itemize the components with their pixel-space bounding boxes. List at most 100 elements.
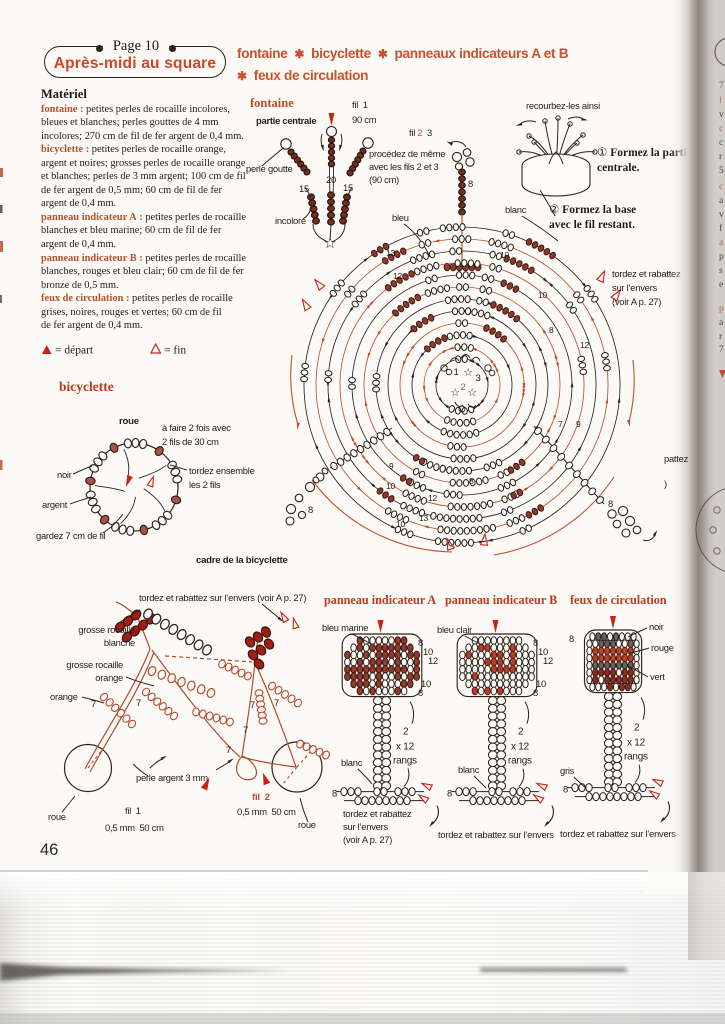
svg-text:8: 8 bbox=[418, 637, 423, 648]
svg-text:= fin: = fin bbox=[164, 345, 186, 357]
svg-text:rangs: rangs bbox=[393, 756, 417, 767]
svg-text:centrale.: centrale. bbox=[597, 162, 640, 174]
svg-text:13: 13 bbox=[419, 513, 428, 523]
svg-text:s: s bbox=[719, 266, 723, 276]
svg-text:9: 9 bbox=[576, 419, 581, 429]
svg-text:2: 2 bbox=[460, 382, 465, 393]
svg-text:noir: noir bbox=[57, 469, 72, 480]
svg-text:grosse rocaille: grosse rocaille bbox=[66, 659, 123, 670]
svg-text:r: r bbox=[719, 332, 723, 342]
svg-text:8: 8 bbox=[332, 788, 337, 799]
svg-text:sur l’envers: sur l’envers bbox=[343, 821, 388, 832]
svg-text:roue: roue bbox=[48, 811, 66, 822]
svg-text:c: c bbox=[719, 138, 723, 148]
svg-text:7: 7 bbox=[226, 744, 231, 755]
svg-text:(voir A p. 27): (voir A p. 27) bbox=[343, 834, 392, 845]
svg-text:8: 8 bbox=[549, 325, 554, 335]
svg-text:p: p bbox=[719, 252, 724, 262]
svg-text:(90 cm): (90 cm) bbox=[369, 174, 399, 185]
svg-text:rangs: rangs bbox=[624, 752, 648, 763]
svg-text:bicyclette: bicyclette bbox=[59, 379, 114, 394]
svg-text:0,5 mm 50 cm: 0,5 mm 50 cm bbox=[237, 806, 296, 817]
svg-text:10: 10 bbox=[538, 290, 547, 300]
svg-text:90 cm: 90 cm bbox=[352, 114, 377, 125]
svg-text:10: 10 bbox=[536, 678, 546, 689]
svg-text:e: e bbox=[719, 280, 723, 290]
svg-text:8: 8 bbox=[447, 788, 452, 799]
svg-text:a: a bbox=[719, 238, 724, 248]
svg-text:): ) bbox=[664, 478, 667, 489]
svg-text:1: 1 bbox=[453, 367, 458, 378]
svg-text:tordez et rabattez sur l’enver: tordez et rabattez sur l’envers (voir A … bbox=[139, 592, 306, 603]
svg-text:avec le fil restant.: avec le fil restant. bbox=[549, 219, 635, 231]
svg-text:a: a bbox=[719, 318, 724, 328]
svg-text:recourbez-les ainsi: recourbez-les ainsi bbox=[526, 100, 600, 111]
svg-text:12: 12 bbox=[428, 655, 438, 666]
svg-text:x 12: x 12 bbox=[627, 738, 646, 749]
svg-text:incolore: incolore bbox=[275, 215, 306, 226]
svg-text:à faire 2 fois avec: à faire 2 fois avec bbox=[162, 422, 231, 433]
svg-text:10: 10 bbox=[423, 646, 433, 657]
svg-text:☆: ☆ bbox=[467, 387, 477, 399]
svg-text:8: 8 bbox=[569, 633, 574, 644]
svg-text:8: 8 bbox=[418, 687, 423, 698]
svg-text:8: 8 bbox=[308, 504, 313, 515]
svg-text:bleu clair: bleu clair bbox=[437, 624, 472, 635]
svg-text:bleu: bleu bbox=[392, 212, 409, 223]
svg-text:c: c bbox=[719, 124, 723, 134]
svg-text:roue: roue bbox=[119, 416, 139, 427]
svg-text:7: 7 bbox=[250, 699, 255, 710]
svg-text:7: 7 bbox=[719, 81, 724, 91]
svg-text:cadre de la bicyclette: cadre de la bicyclette bbox=[196, 555, 288, 566]
svg-text:blanc: blanc bbox=[458, 764, 480, 775]
svg-text:gris: gris bbox=[560, 765, 575, 776]
svg-text:les 2 fils: les 2 fils bbox=[189, 479, 221, 490]
svg-text:20: 20 bbox=[326, 174, 336, 185]
svg-text:a: a bbox=[719, 196, 724, 206]
svg-text:2: 2 bbox=[403, 727, 409, 738]
svg-text:r: r bbox=[719, 152, 723, 162]
svg-text:bleu marine: bleu marine bbox=[322, 622, 368, 633]
svg-text:f: f bbox=[719, 223, 723, 234]
svg-text:v: v bbox=[719, 110, 724, 120]
svg-text:8: 8 bbox=[533, 637, 538, 648]
svg-text:12: 12 bbox=[428, 493, 437, 503]
svg-text:2: 2 bbox=[518, 727, 524, 738]
svg-text:fil 1: fil 1 bbox=[125, 805, 141, 816]
svg-text:orange: orange bbox=[95, 672, 123, 683]
svg-text:8: 8 bbox=[469, 476, 474, 486]
svg-text:7: 7 bbox=[558, 419, 563, 429]
svg-text:10: 10 bbox=[538, 646, 548, 657]
svg-text:② Formez la base: ② Formez la base bbox=[549, 204, 636, 216]
svg-text:tordez et rabattez sur l’enver: tordez et rabattez sur l’envers bbox=[438, 829, 554, 840]
svg-text:blanche: blanche bbox=[104, 637, 135, 648]
svg-text:rangs: rangs bbox=[508, 756, 532, 767]
svg-text:panneau indicateur B: panneau indicateur B bbox=[445, 593, 557, 607]
svg-text:8: 8 bbox=[533, 687, 538, 698]
svg-text:7: 7 bbox=[243, 724, 248, 735]
svg-text:p: p bbox=[719, 304, 724, 314]
svg-text:grosse rocaille: grosse rocaille bbox=[78, 624, 135, 635]
svg-text:tordez et rabattez: tordez et rabattez bbox=[343, 808, 412, 819]
svg-text:avec les fils 2 et 3: avec les fils 2 et 3 bbox=[369, 161, 439, 172]
svg-text:tordez et rabattez sur l’enver: tordez et rabattez sur l’envers bbox=[560, 828, 676, 839]
svg-text:(voir A p. 27): (voir A p. 27) bbox=[612, 296, 661, 307]
svg-text:2 fils de 30 cm: 2 fils de 30 cm bbox=[162, 436, 219, 447]
svg-text:7: 7 bbox=[719, 345, 724, 355]
svg-text:x 12: x 12 bbox=[396, 742, 415, 753]
svg-text:8: 8 bbox=[468, 178, 473, 189]
svg-text:9: 9 bbox=[389, 461, 394, 471]
svg-text:7: 7 bbox=[91, 698, 96, 709]
svg-text:☆: ☆ bbox=[323, 235, 336, 252]
svg-text:15: 15 bbox=[343, 182, 353, 193]
svg-text:0,5 mm 50 cm: 0,5 mm 50 cm bbox=[105, 822, 164, 833]
svg-text:f: f bbox=[719, 95, 723, 106]
svg-text:= départ: = départ bbox=[55, 345, 94, 357]
svg-text:fil 2 3: fil 2 3 bbox=[409, 127, 432, 138]
svg-text:2: 2 bbox=[634, 723, 640, 734]
svg-text:7: 7 bbox=[136, 697, 141, 708]
svg-text:15: 15 bbox=[299, 183, 309, 194]
svg-text:panneau indicateur A: panneau indicateur A bbox=[324, 593, 436, 607]
svg-text:12: 12 bbox=[580, 340, 589, 350]
svg-text:partie centrale: partie centrale bbox=[256, 115, 316, 126]
